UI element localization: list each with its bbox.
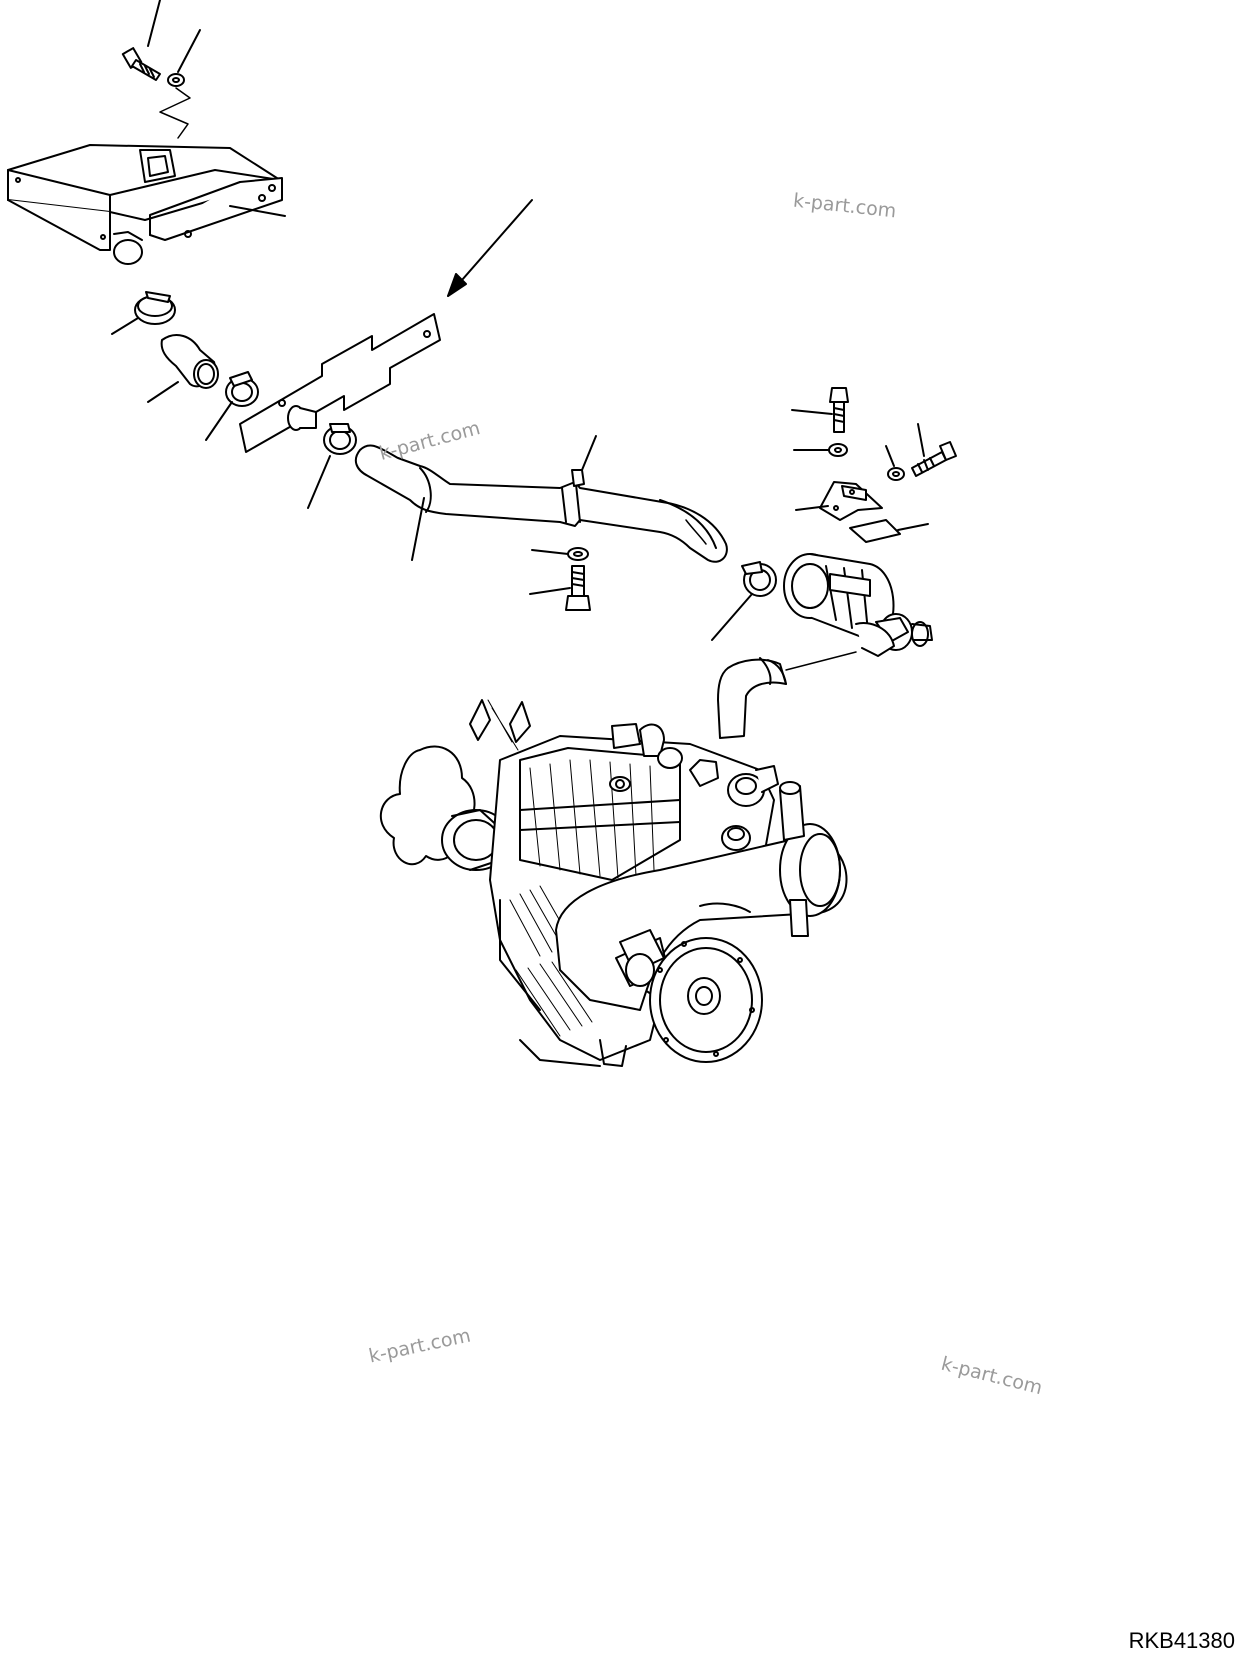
leader-line bbox=[178, 30, 200, 72]
cover-plate bbox=[240, 314, 440, 452]
washer-top bbox=[168, 74, 184, 86]
air-cleaner bbox=[784, 554, 932, 656]
bolt-horizontal bbox=[912, 442, 956, 476]
hose-clamp-1 bbox=[135, 292, 175, 324]
assembly-line bbox=[160, 88, 190, 138]
leader-line bbox=[112, 318, 138, 334]
leader-line bbox=[412, 498, 424, 560]
leader-line bbox=[582, 436, 596, 470]
leader-line bbox=[148, 0, 160, 46]
leader-line bbox=[796, 506, 828, 510]
air-intake-box bbox=[8, 145, 282, 264]
leader-line bbox=[792, 410, 832, 414]
elbow-hose-short bbox=[162, 335, 218, 388]
washer-right bbox=[829, 444, 847, 456]
leader-line bbox=[886, 446, 894, 466]
leader-line bbox=[206, 402, 232, 440]
leader-line bbox=[918, 424, 924, 456]
bolt-mid bbox=[566, 566, 590, 610]
washer-mid bbox=[568, 548, 588, 560]
pad-plate bbox=[850, 520, 900, 542]
leader-line bbox=[308, 456, 330, 508]
washer-right-2 bbox=[888, 468, 904, 480]
callout-arrow bbox=[448, 200, 532, 296]
leader-line bbox=[532, 550, 568, 554]
drawing-number: RKB41380 bbox=[1128, 1628, 1235, 1653]
mounting-bracket bbox=[820, 482, 882, 520]
connector-line bbox=[786, 652, 856, 670]
bolt-top-left bbox=[123, 48, 160, 80]
intake-elbow bbox=[718, 658, 786, 738]
bolt-vertical bbox=[830, 388, 848, 432]
engine-assembly bbox=[381, 700, 847, 1066]
leader-line bbox=[148, 382, 178, 402]
leader-line bbox=[530, 588, 570, 594]
hose-clamp-4 bbox=[742, 562, 776, 596]
hose-clamp-2 bbox=[226, 372, 258, 406]
leader-line bbox=[712, 594, 752, 640]
leader-line bbox=[230, 206, 285, 216]
leader-line bbox=[898, 524, 928, 530]
long-intake-hose bbox=[356, 445, 727, 561]
hose-clamp-3 bbox=[324, 424, 356, 454]
